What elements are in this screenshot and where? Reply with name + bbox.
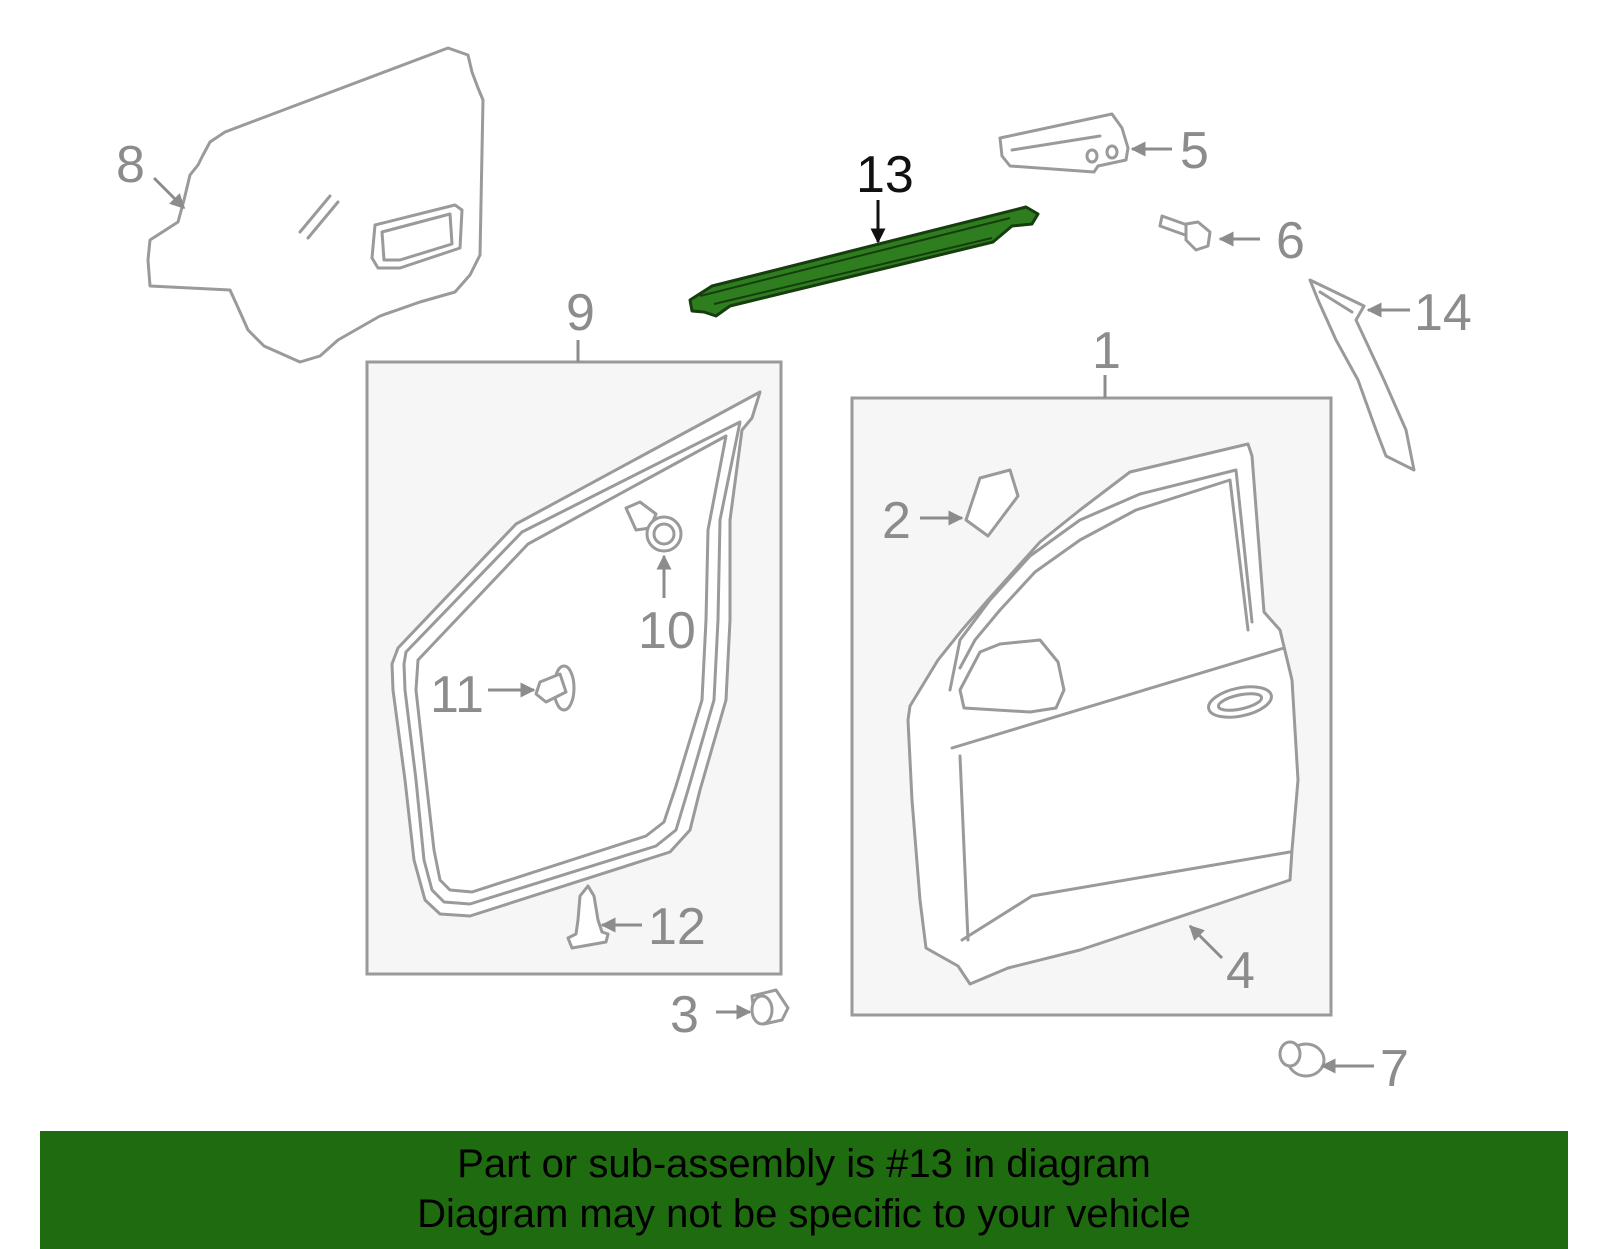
leader-4 (1188, 924, 1224, 960)
part-11-clip (534, 664, 576, 712)
callout-9: 9 (566, 284, 595, 342)
banner-line-1: Part or sub-assembly is #13 in diagram (457, 1142, 1151, 1186)
callout-10: 10 (638, 602, 696, 660)
part-1-door-shell (906, 442, 1300, 986)
callout-13: 13 (856, 146, 914, 204)
callout-14: 14 (1414, 284, 1472, 342)
part-12-clip (566, 884, 610, 950)
callout-4: 4 (1226, 942, 1255, 1000)
callout-6: 6 (1276, 212, 1305, 270)
part-3-nut (750, 988, 790, 1026)
callout-2: 2 (882, 492, 911, 550)
part-5-bracket (998, 112, 1130, 174)
callout-5: 5 (1180, 122, 1209, 180)
callout-12: 12 (648, 898, 706, 956)
callout-11: 11 (430, 666, 484, 724)
part-10-clip (624, 500, 683, 553)
banner-line-2: Diagram may not be specific to your vehi… (417, 1192, 1191, 1236)
callout-7: 7 (1380, 1040, 1409, 1098)
part-14-garnish (1308, 278, 1416, 472)
part-2-label (964, 468, 1020, 538)
part-7-grommet (1278, 1040, 1326, 1078)
part-8-door-glass (146, 46, 485, 364)
part-13-belt-molding (688, 205, 1040, 318)
part-6-bolt (1158, 214, 1212, 252)
info-banner: Part or sub-assembly is #13 in diagram D… (40, 1131, 1568, 1249)
callout-8: 8 (116, 136, 145, 194)
callout-3: 3 (670, 986, 699, 1044)
leader-8 (152, 176, 186, 210)
callout-1: 1 (1092, 322, 1121, 380)
